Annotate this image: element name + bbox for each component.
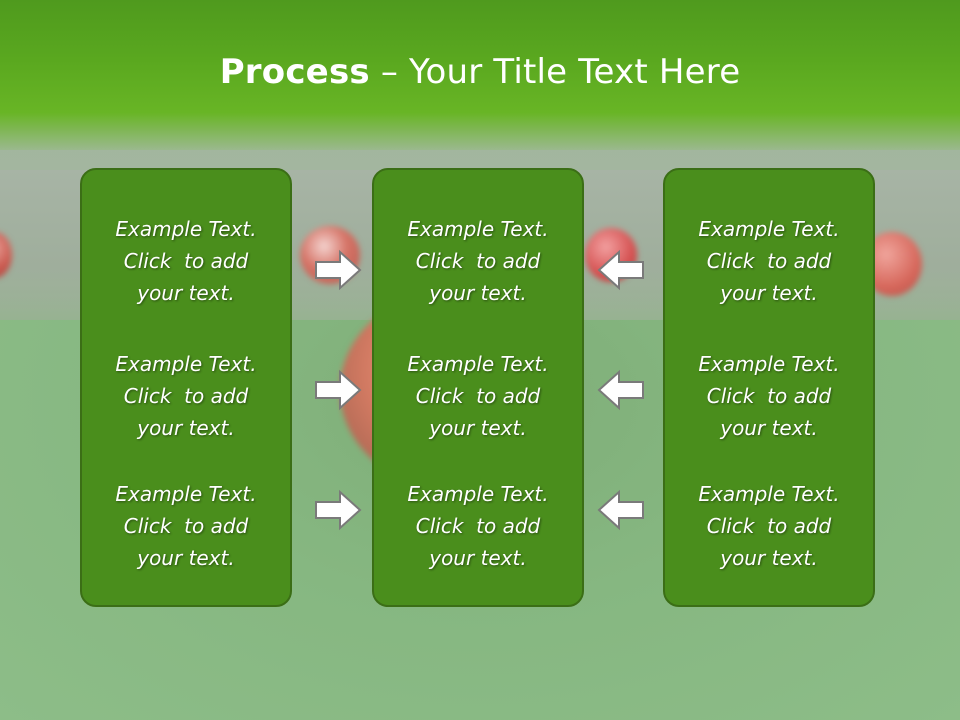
right-arrow-icon[interactable]: [314, 249, 362, 291]
process-box-left[interactable]: Example Text. Click to add your text. Ex…: [80, 168, 292, 607]
text-line: Click to add: [706, 514, 832, 538]
right-arrow-icon[interactable]: [314, 369, 362, 411]
slide-title[interactable]: Process – Your Title Text Here: [0, 52, 960, 92]
text-line: your text.: [429, 546, 527, 570]
background-ball-left: [0, 232, 12, 278]
text-placeholder[interactable]: Example Text. Click to add your text.: [665, 478, 873, 574]
text-line: Example Text.: [115, 217, 257, 241]
text-placeholder[interactable]: Example Text. Click to add your text.: [374, 348, 582, 444]
text-line: your text.: [429, 281, 527, 305]
text-line: your text.: [137, 281, 235, 305]
text-placeholder[interactable]: Example Text. Click to add your text.: [665, 348, 873, 444]
text-placeholder[interactable]: Example Text. Click to add your text.: [82, 213, 290, 309]
text-placeholder[interactable]: Example Text. Click to add your text.: [374, 478, 582, 574]
text-line: your text.: [720, 281, 818, 305]
text-line: Example Text.: [407, 482, 549, 506]
text-line: Click to add: [706, 384, 832, 408]
text-line: Click to add: [123, 514, 249, 538]
text-line: Click to add: [123, 384, 249, 408]
process-box-center[interactable]: Example Text. Click to add your text. Ex…: [372, 168, 584, 607]
left-arrow-icon[interactable]: [597, 489, 645, 531]
text-line: your text.: [429, 416, 527, 440]
text-placeholder[interactable]: Example Text. Click to add your text.: [665, 213, 873, 309]
text-line: Example Text.: [407, 217, 549, 241]
text-line: Click to add: [415, 514, 541, 538]
text-line: Example Text.: [698, 217, 840, 241]
text-line: Click to add: [706, 249, 832, 273]
text-line: Example Text.: [115, 482, 257, 506]
left-arrow-icon[interactable]: [597, 369, 645, 411]
text-line: Example Text.: [698, 352, 840, 376]
text-line: your text.: [720, 416, 818, 440]
title-bold: Process: [219, 52, 370, 92]
left-arrow-icon[interactable]: [597, 249, 645, 291]
text-placeholder[interactable]: Example Text. Click to add your text.: [82, 348, 290, 444]
text-line: your text.: [137, 416, 235, 440]
text-line: Example Text.: [698, 482, 840, 506]
text-line: Click to add: [415, 249, 541, 273]
text-line: Click to add: [415, 384, 541, 408]
text-line: your text.: [137, 546, 235, 570]
text-line: Example Text.: [407, 352, 549, 376]
text-placeholder[interactable]: Example Text. Click to add your text.: [374, 213, 582, 309]
right-arrow-icon[interactable]: [314, 489, 362, 531]
process-box-right[interactable]: Example Text. Click to add your text. Ex…: [663, 168, 875, 607]
text-line: Click to add: [123, 249, 249, 273]
header-band: [0, 0, 960, 150]
title-rest: – Your Title Text Here: [369, 52, 741, 92]
text-line: Example Text.: [115, 352, 257, 376]
text-line: your text.: [720, 546, 818, 570]
text-placeholder[interactable]: Example Text. Click to add your text.: [82, 478, 290, 574]
